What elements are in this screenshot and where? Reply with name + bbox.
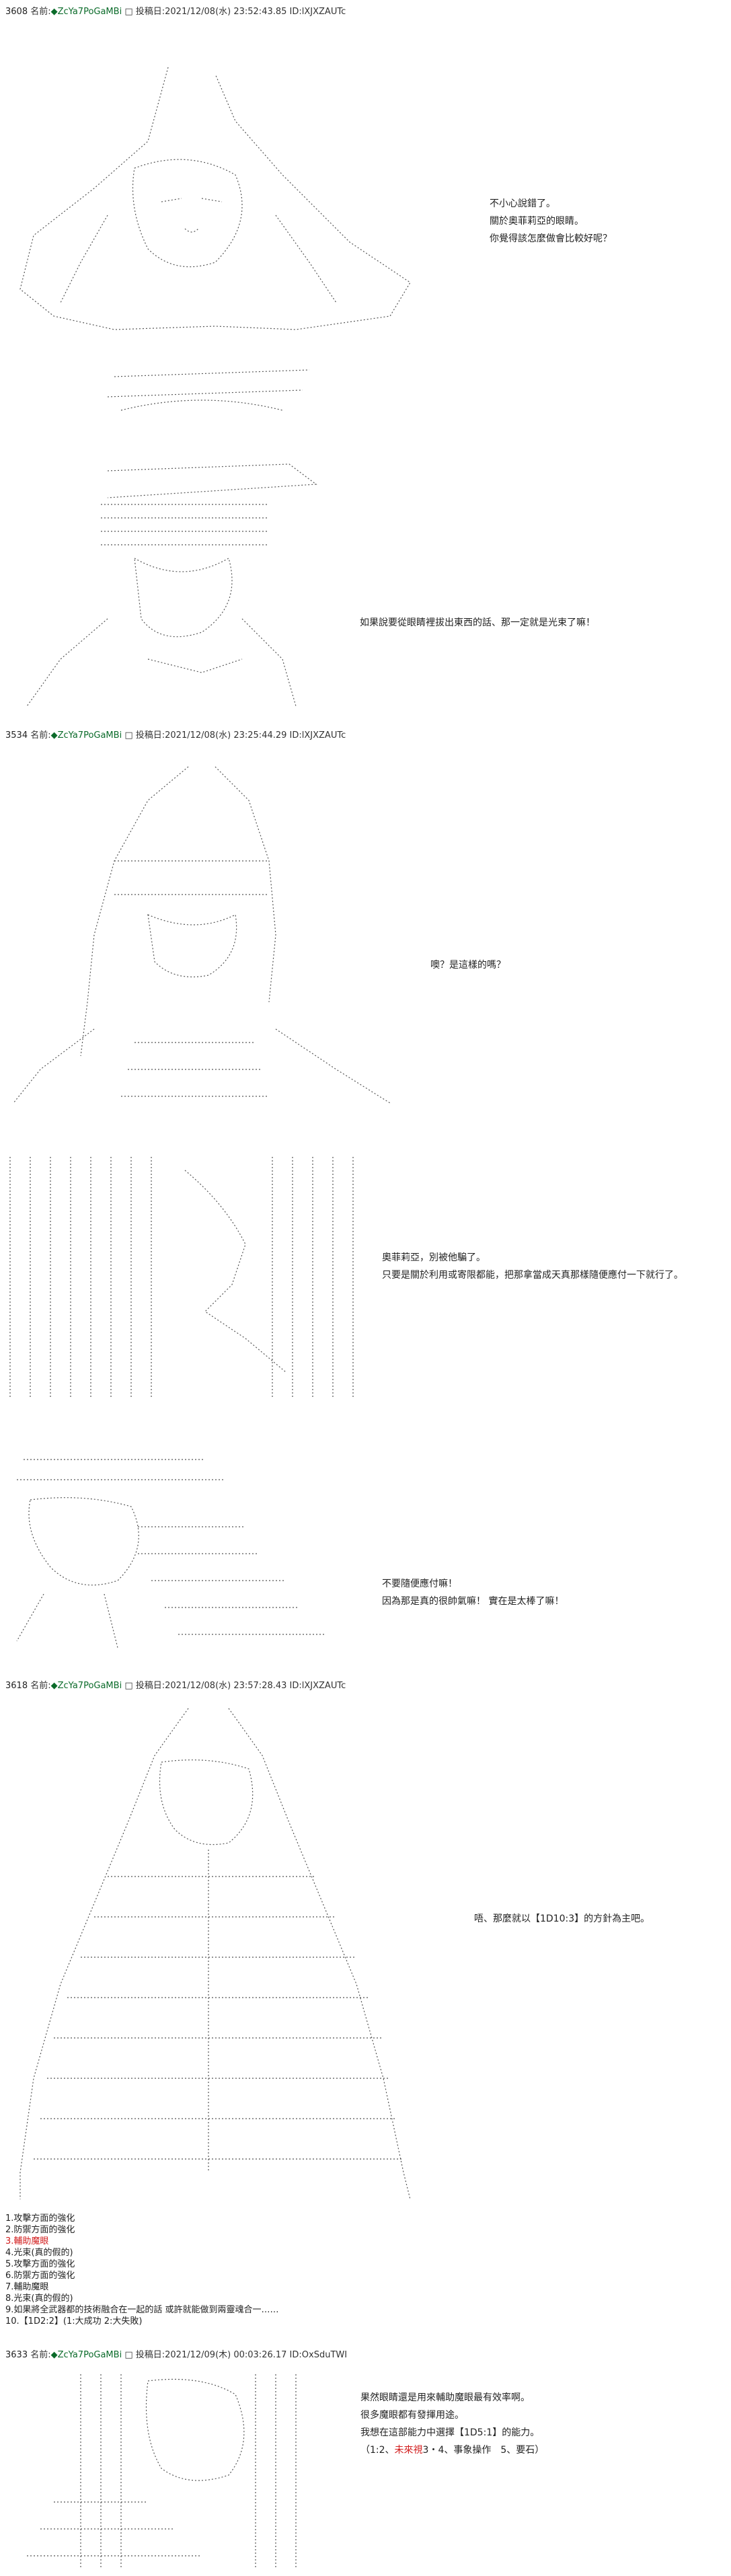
roll-options: （1:2、未來視3・4、事象操作 5、要石） — [360, 2445, 545, 2456]
list-item: 10.【1D2:2】(1:大成功 2:大失敗) — [5, 2316, 143, 2326]
list-item: 3.輔助魔眼 — [5, 2236, 49, 2246]
ascii-art-panel — [7, 1702, 424, 2206]
post-header: 3618 名前:◆ZcYa7PoGaMBi □ 投稿日:2021/12/08(水… — [5, 1681, 346, 1691]
post-header: 3633 名前:◆ZcYa7PoGaMBi □ 投稿日:2021/12/09(木… — [5, 2350, 348, 2360]
ascii-art-panel — [13, 2367, 350, 2569]
dialog-text: 如果說要從眼睛裡拔出東西的話、那一定就是光束了嘛！ — [360, 617, 595, 628]
dialog-text: 奧菲莉亞，別被他騙了。 只要是關於利用或寄限都能，把那拿當成天真那樣隨便應付一下… — [382, 1252, 683, 1281]
list-item: 7.輔助魔眼 — [5, 2282, 49, 2292]
dialog-text: 不要隨便應付嘛！ 因為那是真的很帥氣嘛！ 實在是太棒了嘛！ — [382, 1579, 564, 1607]
list-item: 6.防禦方面的強化 — [5, 2271, 75, 2281]
dialog-text: 不小心說錯了。 關於奧菲莉亞的眼睛。 你覺得該怎麼做會比較好呢？ — [490, 198, 612, 244]
dialog-text: 果然眼睛還是用來輔助魔眼最有效率啊。 很多魔眼都有發揮用途。 我想在這部能力中選… — [360, 2389, 544, 2459]
dialog-text: 唔、那麼就以【1D10:3】的方針為主吧。 — [474, 1914, 650, 1924]
post-header: 3608 名前:◆ZcYa7PoGaMBi □ 投稿日:2021/12/08(水… — [5, 7, 346, 17]
list-item: 9.如果將全武器都的技術融合在一起的話 或許就能做到兩靈魂合一…… — [5, 2305, 279, 2315]
choice-list: 1.攻擊方面的強化 2.防禦方面的強化 3.輔助魔眼 4.光束(真的假的) 5.… — [5, 2213, 279, 2327]
list-item: 1.攻擊方面的強化 — [5, 2213, 75, 2224]
ascii-art-panel — [13, 61, 430, 424]
ascii-art-panel — [13, 760, 403, 1110]
list-item: 4.光束(真的假的) — [5, 2248, 73, 2258]
list-item: 2.防禦方面的強化 — [5, 2225, 75, 2235]
ascii-art-panel — [3, 1446, 380, 1661]
list-item: 8.光束(真的假的) — [5, 2294, 73, 2304]
ascii-art-panel — [0, 444, 350, 713]
dialog-text: 噢？是這樣的嗎？ — [430, 960, 506, 971]
list-item: 5.攻擊方面的強化 — [5, 2259, 75, 2269]
post-header: 3534 名前:◆ZcYa7PoGaMBi □ 投稿日:2021/12/08(水… — [5, 730, 346, 741]
ascii-art-panel — [3, 1150, 360, 1406]
